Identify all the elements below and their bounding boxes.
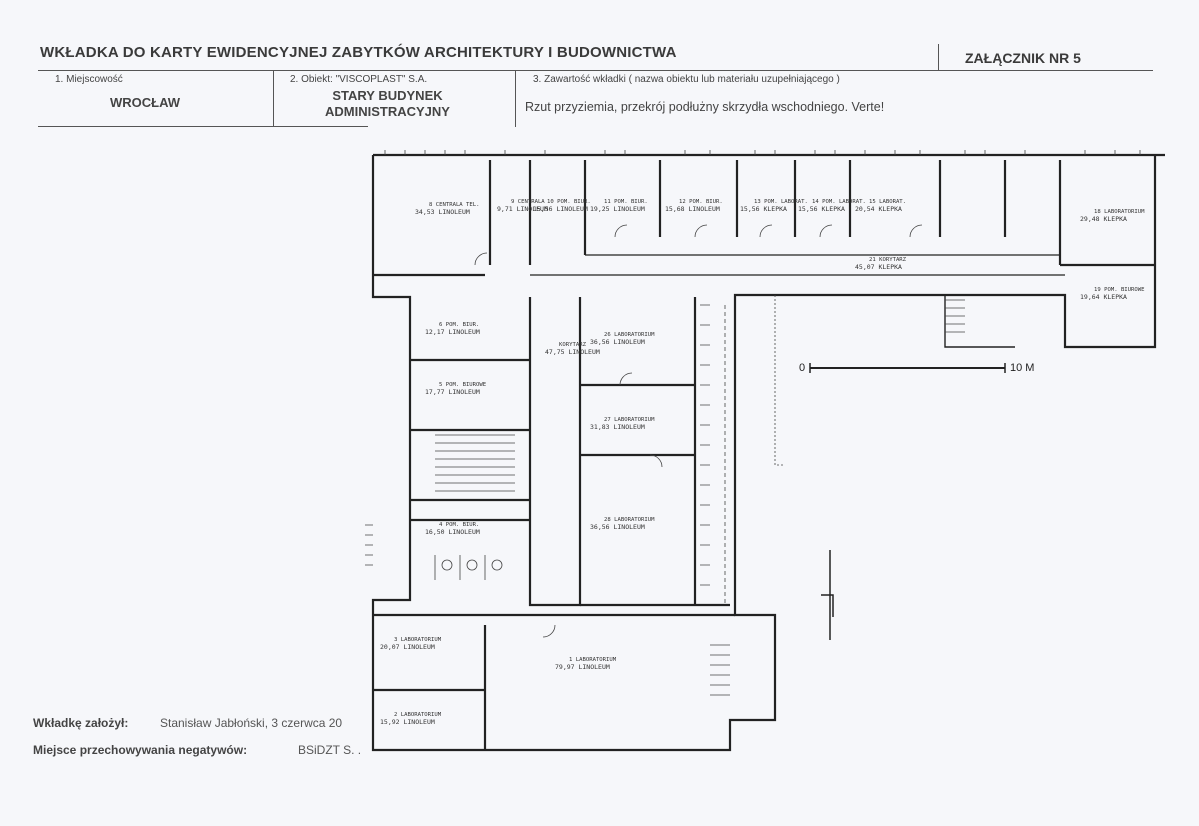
negatives-storage-label: Miejsce przechowywania negatywów: xyxy=(33,743,248,757)
svg-text:0: 0 xyxy=(799,362,805,374)
svg-text:17,77 LINOLEUM: 17,77 LINOLEUM xyxy=(425,388,480,396)
svg-text:3 LABORATORIUM: 3 LABORATORIUM xyxy=(394,637,442,643)
svg-text:12 POM. BIUR.: 12 POM. BIUR. xyxy=(679,199,723,205)
room-label: 8 CENTRALA TEL.34,53 LINOLEUM xyxy=(415,202,480,216)
field-divider-1 xyxy=(273,70,274,127)
svg-text:12,17 LINOLEUM: 12,17 LINOLEUM xyxy=(425,328,480,336)
svg-text:9 CENTRALA: 9 CENTRALA xyxy=(511,199,545,205)
svg-text:47,75 LINOLEUM: 47,75 LINOLEUM xyxy=(545,348,600,356)
svg-text:26 LABORATORIUM: 26 LABORATORIUM xyxy=(604,332,655,338)
field-rule xyxy=(38,126,368,127)
svg-text:10 POM. BIUR.: 10 POM. BIUR. xyxy=(547,199,591,205)
scale-bar: 0 10 M xyxy=(799,362,1034,374)
created-by-value: Stanisław Jabłoński, 3 czerwca 20 xyxy=(160,716,343,730)
svg-text:15,68 LINOLEUM: 15,68 LINOLEUM xyxy=(665,205,720,213)
north-arrow-icon xyxy=(821,550,834,640)
room-label: 14 POM. LABORAT.15,56 KLEPKA xyxy=(798,199,866,213)
svg-text:45,07 KLEPKA: 45,07 KLEPKA xyxy=(855,263,902,271)
svg-text:KORYTARZ: KORYTARZ xyxy=(559,342,587,348)
place-label: 1. Miejscowość xyxy=(55,74,123,85)
header-rule xyxy=(38,70,1153,71)
svg-text:20,54 KLEPKA: 20,54 KLEPKA xyxy=(855,205,902,213)
room-label: 10 POM. BIUR.15,56 LINOLEUM xyxy=(533,199,591,213)
header-divider xyxy=(938,44,939,70)
object-value-line2: ADMINISTRACYJNY xyxy=(325,104,450,119)
svg-text:10 M: 10 M xyxy=(1010,362,1034,374)
object-label: 2. Obiekt: "VISCOPLAST" S.A. xyxy=(290,74,428,85)
svg-text:19 POM. BIUROWE: 19 POM. BIUROWE xyxy=(1094,287,1145,293)
room-label: 13 POM. LABORAT.15,56 KLEPKA xyxy=(740,199,808,213)
svg-text:20,07 LINOLEUM: 20,07 LINOLEUM xyxy=(380,643,435,651)
document-title: WKŁADKA DO KARTY EWIDENCYJNEJ ZABYTKÓW A… xyxy=(40,44,677,61)
svg-text:5 POM. BIUROWE: 5 POM. BIUROWE xyxy=(439,382,487,388)
svg-text:31,83 LINOLEUM: 31,83 LINOLEUM xyxy=(590,423,645,431)
svg-text:36,56 LINOLEUM: 36,56 LINOLEUM xyxy=(590,338,645,346)
object-value-line1: STARY BUDYNEK xyxy=(332,88,443,103)
svg-text:19,64 KLEPKA: 19,64 KLEPKA xyxy=(1080,293,1127,301)
content-label: 3. Zawartość wkładki ( nazwa obiektu lub… xyxy=(533,74,840,85)
svg-text:79,97 LINOLEUM: 79,97 LINOLEUM xyxy=(555,663,610,671)
negatives-storage-value: BSiDZT S. . xyxy=(298,743,362,757)
svg-text:8 CENTRALA TEL.: 8 CENTRALA TEL. xyxy=(429,202,480,208)
svg-text:29,48 KLEPKA: 29,48 KLEPKA xyxy=(1080,215,1127,223)
room-label: 11 POM. BIUR.19,25 LINOLEUM xyxy=(590,199,648,213)
svg-text:19,25 LINOLEUM: 19,25 LINOLEUM xyxy=(590,205,645,213)
svg-text:15,56 KLEPKA: 15,56 KLEPKA xyxy=(740,205,787,213)
svg-text:4 POM. BIUR.: 4 POM. BIUR. xyxy=(439,522,479,528)
svg-text:36,56 LINOLEUM: 36,56 LINOLEUM xyxy=(590,523,645,531)
svg-text:34,53 LINOLEUM: 34,53 LINOLEUM xyxy=(415,208,470,216)
svg-text:15,56 LINOLEUM: 15,56 LINOLEUM xyxy=(533,205,588,213)
svg-text:9,71 LINOLEUM: 9,71 LINOLEUM xyxy=(497,205,548,213)
place-value: WROCŁAW xyxy=(109,95,181,110)
room-label: 15 LABORAT.20,54 KLEPKA xyxy=(855,199,906,213)
svg-text:11 POM. BIUR.: 11 POM. BIUR. xyxy=(604,199,648,205)
annex-number: ZAŁĄCZNIK NR 5 xyxy=(965,50,1081,66)
ground-floor-plan: 0 10 M 8 CENTRALA TEL.34,53 LINOLEUM 9 CE… xyxy=(365,150,1165,752)
created-by-label: Wkładkę założył: xyxy=(33,716,129,730)
svg-text:2 LABORATORIUM: 2 LABORATORIUM xyxy=(394,712,442,718)
field-divider-2 xyxy=(515,70,516,127)
svg-text:28 LABORATORIUM: 28 LABORATORIUM xyxy=(604,517,655,523)
svg-text:18 LABORATORIUM: 18 LABORATORIUM xyxy=(1094,209,1145,215)
svg-text:14 POM. LABORAT.: 14 POM. LABORAT. xyxy=(812,199,866,205)
room-label: 4 POM. BIUR.16,50 LINOLEUM xyxy=(425,522,480,536)
svg-text:1 LABORATORIUM: 1 LABORATORIUM xyxy=(569,657,617,663)
svg-text:15,92 LINOLEUM: 15,92 LINOLEUM xyxy=(380,718,435,726)
svg-text:6 POM. BIUR.: 6 POM. BIUR. xyxy=(439,322,479,328)
svg-text:15,56 KLEPKA: 15,56 KLEPKA xyxy=(798,205,845,213)
room-label: 12 POM. BIUR.15,68 LINOLEUM xyxy=(665,199,723,213)
content-value: Rzut przyziemia, przekrój podłużny skrzy… xyxy=(525,100,885,114)
svg-text:16,50 LINOLEUM: 16,50 LINOLEUM xyxy=(425,528,480,536)
room-label: 6 POM. BIUR.12,17 LINOLEUM xyxy=(425,322,480,336)
svg-text:15 LABORAT.: 15 LABORAT. xyxy=(869,199,906,205)
svg-text:27 LABORATORIUM: 27 LABORATORIUM xyxy=(604,417,655,423)
svg-text:21 KORYTARZ: 21 KORYTARZ xyxy=(869,257,907,263)
svg-text:13 POM. LABORAT.: 13 POM. LABORAT. xyxy=(754,199,808,205)
